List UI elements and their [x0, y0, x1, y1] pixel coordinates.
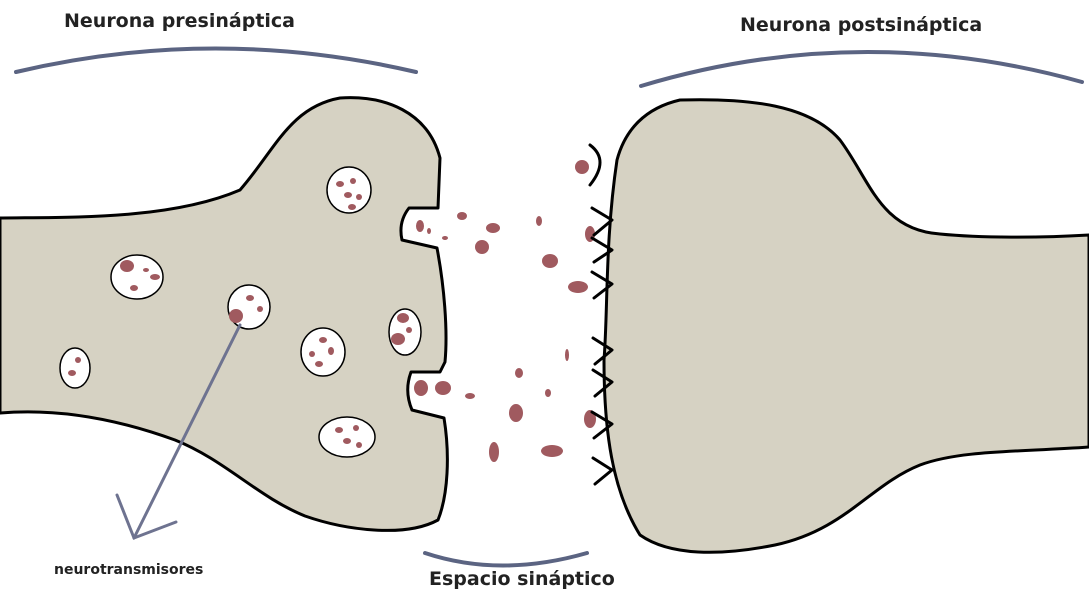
neurotransmitter: [391, 333, 405, 345]
neurotransmitter: [541, 445, 563, 457]
neurotransmitter: [120, 260, 134, 272]
neurotransmitter: [356, 442, 362, 448]
receptor: [590, 145, 600, 185]
neurotransmitter: [350, 178, 356, 184]
neurotransmitter: [75, 357, 81, 363]
neurotransmitter: [515, 368, 523, 378]
neurotransmitter: [336, 181, 344, 187]
receptor: [593, 458, 612, 484]
neurotransmitter: [130, 285, 138, 291]
neurotransmitter: [309, 351, 315, 357]
presynaptic-label: Neurona presináptica: [64, 10, 295, 32]
neurotransmitter: [457, 212, 467, 220]
neurotransmitter: [319, 337, 327, 343]
neurotransmitter: [406, 327, 412, 333]
presynaptic-neuron: [0, 98, 447, 531]
neurotransmitter: [246, 295, 254, 301]
neurotransmitter: [465, 393, 475, 399]
neurotransmitter: [356, 194, 362, 200]
neurotransmitter: [509, 404, 523, 422]
vesicle: [319, 417, 375, 457]
neurotransmitter: [435, 381, 451, 395]
neurotransmitter: [536, 216, 542, 226]
neurotransmitter: [143, 268, 149, 272]
neurotransmitter: [343, 438, 351, 444]
vesicle: [301, 328, 345, 376]
neurotransmitter: [68, 370, 76, 376]
neurotransmitter: [315, 361, 323, 367]
neurotransmitter: [229, 309, 243, 323]
vesicle: [60, 348, 90, 388]
neurotransmitter: [335, 427, 343, 433]
synaptic-cleft-bracket: [425, 553, 587, 566]
postsynaptic-bracket: [641, 52, 1082, 86]
neurotransmitter: [545, 389, 551, 397]
neurotransmitter: [348, 204, 356, 210]
neurotransmitter: [257, 306, 263, 312]
neurotransmitter: [565, 349, 569, 361]
neurotransmitter: [442, 236, 448, 240]
neurotransmitters-label: neurotransmisores: [54, 562, 203, 578]
neurotransmitter: [427, 228, 431, 234]
neurotransmitter: [416, 220, 424, 232]
neurotransmitter: [575, 160, 589, 174]
neurotransmitter: [475, 240, 489, 254]
neurotransmitter: [353, 425, 359, 431]
postsynaptic-label: Neurona postsináptica: [740, 14, 982, 36]
neurotransmitter: [568, 281, 588, 293]
neurotransmitter: [328, 347, 334, 355]
neurotransmitter: [489, 442, 499, 462]
synaptic-cleft-label: Espacio sináptico: [429, 568, 615, 590]
neurotransmitter: [397, 313, 409, 323]
presynaptic-bracket: [16, 49, 416, 73]
neurotransmitter: [344, 192, 352, 198]
postsynaptic-neuron: [604, 100, 1089, 553]
neurotransmitter: [150, 274, 160, 280]
neurotransmitter: [542, 254, 558, 268]
neurotransmitter: [486, 223, 500, 233]
arrow-head: [117, 495, 176, 538]
neurotransmitter: [414, 380, 428, 396]
